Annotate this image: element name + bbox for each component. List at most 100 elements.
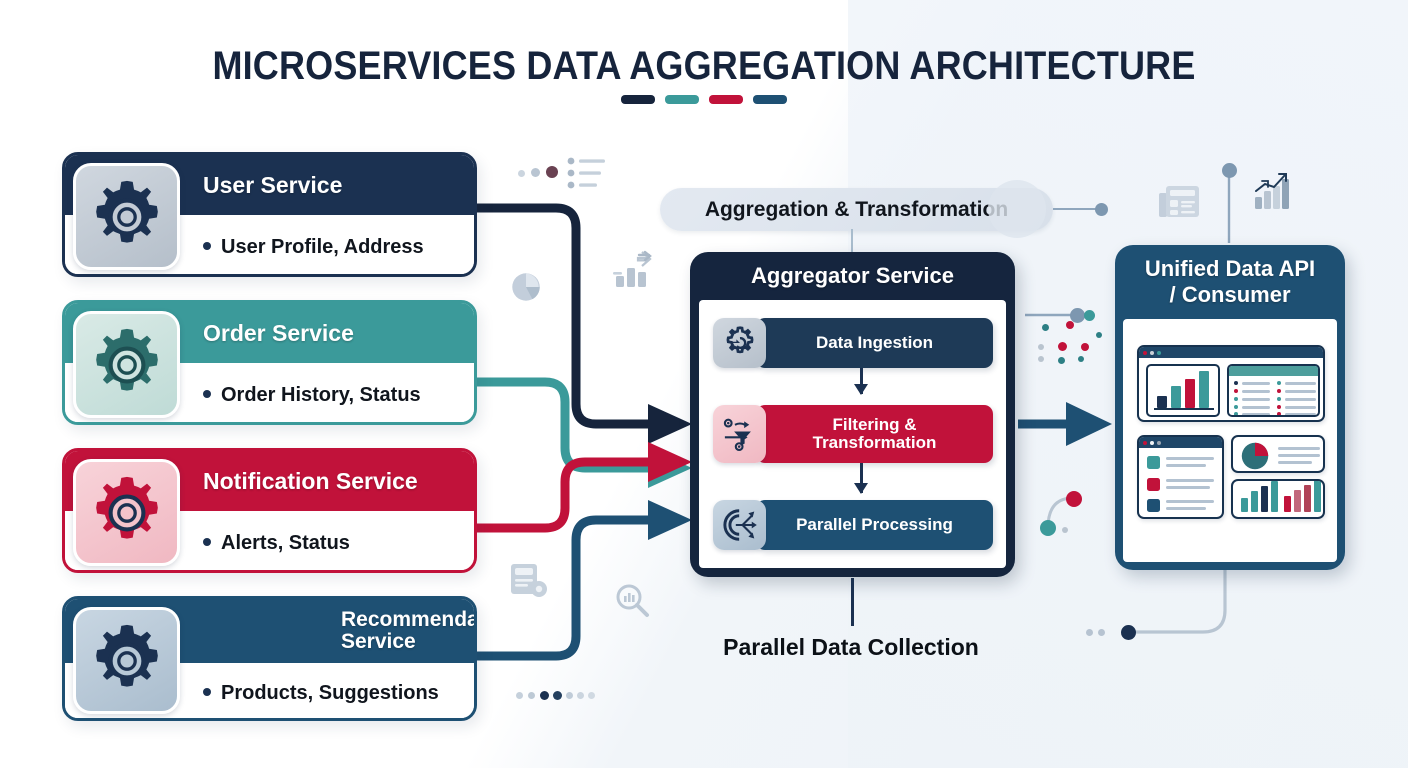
aggregator-service-title: Aggregator Service — [751, 263, 954, 288]
decor-dot — [1086, 629, 1093, 636]
list-line — [1285, 390, 1316, 394]
node-dot-left — [1070, 308, 1085, 323]
decor-dot — [516, 692, 523, 699]
bullet-icon — [203, 390, 211, 398]
unified-data-api-title-line2: / Consumer — [1169, 282, 1291, 307]
pill-stem-line — [851, 229, 853, 257]
gear-branch-arrows-icon — [713, 500, 766, 550]
chart-bar — [1157, 396, 1167, 408]
list-swatch — [1147, 478, 1160, 491]
window-titlebar — [1139, 347, 1323, 358]
gear-icon — [73, 311, 180, 418]
scatter-dot — [1042, 324, 1049, 331]
scatter-dot — [1081, 343, 1089, 351]
chart-bar — [1314, 481, 1321, 512]
gear-branch-arrows-icon-glyph — [722, 509, 757, 541]
service-card-detail: Alerts, Status — [221, 532, 350, 554]
list-dot — [1234, 389, 1238, 393]
list-line — [1242, 398, 1270, 402]
unified-data-api-box[interactable]: Unified Data API / Consumer — [1115, 245, 1345, 570]
pie-chart-icon — [512, 273, 540, 301]
scatter-dot — [1058, 357, 1065, 364]
parallel-data-collection-label: Parallel Data Collection — [723, 634, 979, 660]
unified-data-api-title: Unified Data API / Consumer — [1115, 245, 1345, 319]
dashboard-window-bottom-left — [1137, 435, 1224, 519]
service-card-title: Order Service — [203, 319, 354, 346]
service-card-user-service[interactable]: User Service User Profile, Address — [62, 152, 477, 277]
decor-dot — [546, 166, 558, 178]
title-accent-dashes — [0, 95, 1408, 104]
pill-connector-dot — [1095, 203, 1108, 216]
stage-row-filtering-transformation[interactable]: Filtering & Transformation — [713, 405, 993, 463]
decor-dot — [1098, 629, 1105, 636]
decor-dot — [528, 692, 535, 699]
dashboard-mockup — [1123, 319, 1337, 562]
list-dot — [1234, 405, 1238, 409]
list-dot — [1234, 381, 1238, 385]
pie-text-line — [1278, 447, 1320, 451]
bullet-icon — [203, 538, 211, 546]
dashboard-pie-panel — [1231, 435, 1325, 473]
list-line — [1166, 457, 1214, 461]
gear-icon — [73, 607, 180, 714]
service-card-title: User Service — [203, 171, 343, 198]
service-card-detail: Products, Suggestions — [221, 682, 439, 704]
bar-chart-arrow-icon — [613, 250, 652, 287]
node-dot-teal — [1040, 520, 1056, 536]
unified-data-api-title-line1: Unified Data API — [1144, 256, 1316, 282]
pie-text-line — [1278, 454, 1320, 458]
dashboard-bar-panel — [1231, 479, 1325, 519]
service-card-recommendation-service[interactable]: Recommendation Service Products, Suggest… — [62, 596, 477, 721]
list-line — [1242, 413, 1270, 415]
chart-bar — [1271, 481, 1278, 512]
list-swatch — [1147, 499, 1160, 512]
decorative-scatter-cluster — [1028, 310, 1138, 390]
service-card-detail-wrap: User Profile, Address — [203, 236, 424, 259]
accent-dash-4 — [753, 95, 787, 104]
pie-text-line — [1278, 461, 1312, 465]
aggregator-service-box[interactable]: Aggregator Service Data Ingestion — [690, 252, 1015, 577]
node-dot-top — [1222, 163, 1237, 178]
chart-bar — [1241, 498, 1248, 512]
list-dot — [1277, 389, 1281, 393]
newspaper-icon — [1159, 186, 1199, 217]
list-line — [1242, 406, 1270, 410]
decor-dot — [553, 691, 562, 700]
service-card-notification-service[interactable]: Notification Service Alerts, Status — [62, 448, 477, 573]
document-gear-icon — [511, 564, 547, 597]
chart-bar — [1171, 386, 1181, 408]
chart-bar — [1294, 490, 1301, 512]
window-dot-teal — [1157, 350, 1161, 355]
stage-row-data-ingestion[interactable]: Data Ingestion — [713, 318, 993, 368]
bullet-icon — [203, 688, 211, 696]
list-line — [1242, 382, 1270, 386]
arrow-shaft — [860, 463, 863, 493]
bullet-list-icon — [567, 157, 605, 189]
list-line — [1166, 486, 1210, 490]
accent-dash-2 — [665, 95, 699, 104]
scatter-dot — [1038, 356, 1044, 362]
chart-bar — [1261, 486, 1268, 512]
pie-chart-icon — [1241, 442, 1269, 470]
window-dot-white — [1150, 440, 1154, 445]
service-card-detail: Order History, Status — [221, 384, 421, 406]
list-dot — [1277, 381, 1281, 385]
accent-dash-3 — [709, 95, 743, 104]
service-card-order-service[interactable]: Order Service Order History, Status — [62, 300, 477, 425]
service-card-title-block: Recommendation Service — [203, 608, 474, 653]
stage-arrow-1 — [854, 368, 868, 395]
gear-import-icon-glyph — [726, 326, 753, 354]
list-dot — [1234, 412, 1238, 415]
decor-dot — [588, 692, 595, 699]
list-dot — [1277, 412, 1281, 415]
growth-chart-icon — [1255, 173, 1289, 209]
list-line — [1285, 413, 1316, 415]
list-line — [1285, 382, 1316, 386]
service-card-detail-wrap: Order History, Status — [203, 384, 421, 407]
stage-row-parallel-processing[interactable]: Parallel Processing — [713, 500, 993, 550]
arrow-tip — [854, 483, 868, 494]
chart-bar — [1185, 379, 1195, 408]
list-line — [1166, 500, 1214, 504]
list-line — [1285, 398, 1316, 402]
window-dot-red — [1143, 350, 1147, 355]
